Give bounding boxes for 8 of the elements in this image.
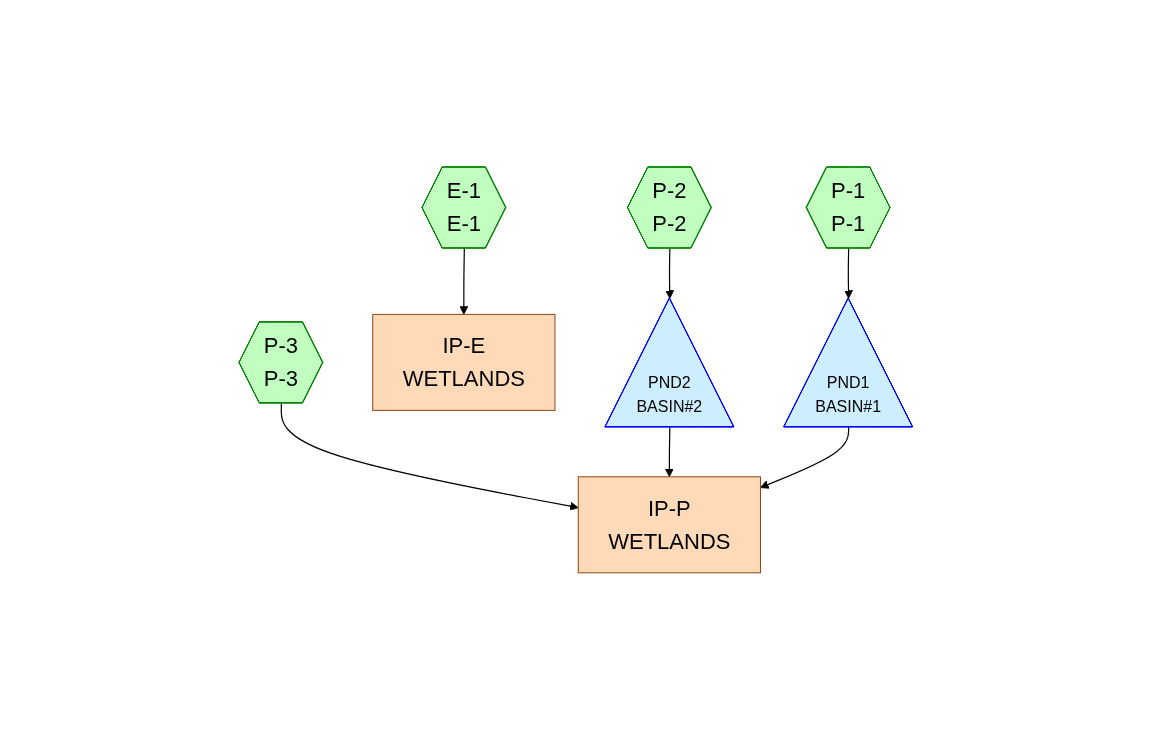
arrow xyxy=(459,248,468,315)
arrow xyxy=(665,248,674,299)
node-box: IP-E WETLANDS xyxy=(371,314,556,411)
arrow xyxy=(843,248,853,299)
arrow xyxy=(664,426,674,478)
arrow xyxy=(759,426,849,489)
node-box: IP-P WETLANDS xyxy=(577,476,761,574)
arrow xyxy=(280,402,579,511)
